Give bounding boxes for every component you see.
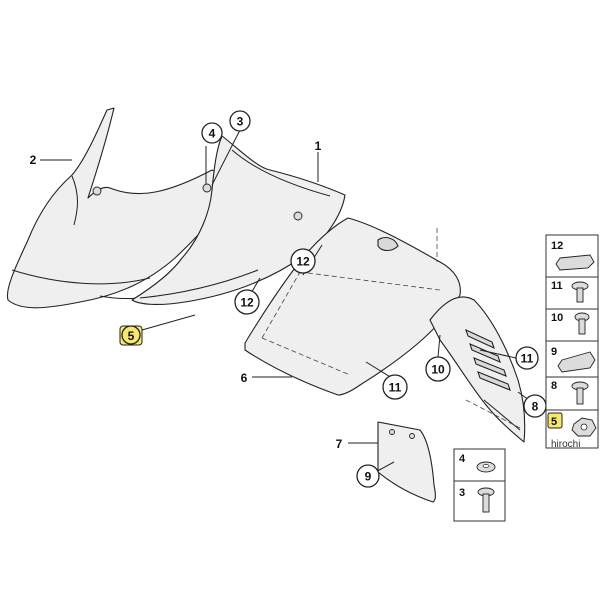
legend-item-3[interactable]: 3 <box>459 487 495 513</box>
legend-item-8[interactable]: 8 <box>551 380 589 405</box>
callout-9[interactable]: 9 <box>356 464 380 488</box>
callout-1[interactable]: 1 <box>315 139 322 153</box>
callout-11-right[interactable]: 11 <box>515 346 539 370</box>
svg-text:10: 10 <box>431 363 445 377</box>
svg-text:8: 8 <box>551 380 557 392</box>
svg-text:5: 5 <box>128 329 135 343</box>
reference-line <box>465 399 521 429</box>
callout-12-left[interactable]: 12 <box>234 289 260 315</box>
leader-lines <box>40 129 534 476</box>
legend-bottom: 4 3 <box>453 448 506 522</box>
svg-text:4: 4 <box>459 453 466 465</box>
svg-text:10: 10 <box>551 312 563 324</box>
clip-nut-icon <box>557 351 596 373</box>
legend-item-9[interactable]: 9 <box>551 346 596 373</box>
watermark: hirochi <box>551 439 580 450</box>
svg-text:4: 4 <box>209 127 216 141</box>
callout-4[interactable]: 4 <box>201 122 223 144</box>
part-6-lower-panel <box>244 217 461 396</box>
svg-text:11: 11 <box>551 280 563 292</box>
callout-3[interactable]: 3 <box>229 110 251 132</box>
legend-item-12[interactable]: 12 <box>551 240 595 271</box>
screw-icon <box>571 381 589 405</box>
screw-icon <box>571 281 589 303</box>
callout-10[interactable]: 10 <box>425 356 451 382</box>
svg-text:9: 9 <box>365 470 372 484</box>
clip-nut-icon <box>555 254 595 271</box>
svg-text:8: 8 <box>532 400 539 414</box>
legend-right: 12 11 10 9 8 <box>545 234 599 449</box>
legend-item-11[interactable]: 11 <box>551 280 589 303</box>
washer-icon <box>476 461 496 473</box>
svg-text:5: 5 <box>551 416 557 428</box>
svg-text:3: 3 <box>459 487 465 499</box>
svg-text:7: 7 <box>336 437 343 451</box>
svg-text:11: 11 <box>389 381 402 395</box>
part-8-vent-panel <box>429 296 526 443</box>
svg-text:12: 12 <box>296 255 310 269</box>
part-7-cover-plate <box>377 421 436 503</box>
screw-icon <box>574 312 590 335</box>
svg-text:12: 12 <box>240 296 254 310</box>
callout-2[interactable]: 2 <box>30 153 37 167</box>
callout-5-highlight[interactable]: 5 <box>119 325 143 346</box>
screw-icon <box>477 487 495 513</box>
callout-11-bottom[interactable]: 11 <box>382 374 408 400</box>
svg-text:6: 6 <box>241 371 248 385</box>
legend-item-4[interactable]: 4 <box>459 453 496 473</box>
svg-text:9: 9 <box>551 346 557 358</box>
svg-text:3: 3 <box>237 115 244 129</box>
svg-text:1: 1 <box>315 139 322 153</box>
callout-7[interactable]: 7 <box>336 437 343 451</box>
callout-8[interactable]: 8 <box>523 394 547 418</box>
svg-text:2: 2 <box>30 153 37 167</box>
callout-12-top[interactable]: 12 <box>290 248 316 274</box>
svg-text:12: 12 <box>551 240 563 252</box>
vent-slats <box>465 328 511 391</box>
callout-6[interactable]: 6 <box>241 371 248 385</box>
legend-item-10[interactable]: 10 <box>551 312 590 335</box>
svg-text:11: 11 <box>521 352 534 366</box>
nut-icon <box>571 417 597 437</box>
legend-item-5[interactable]: 5 <box>547 412 597 437</box>
